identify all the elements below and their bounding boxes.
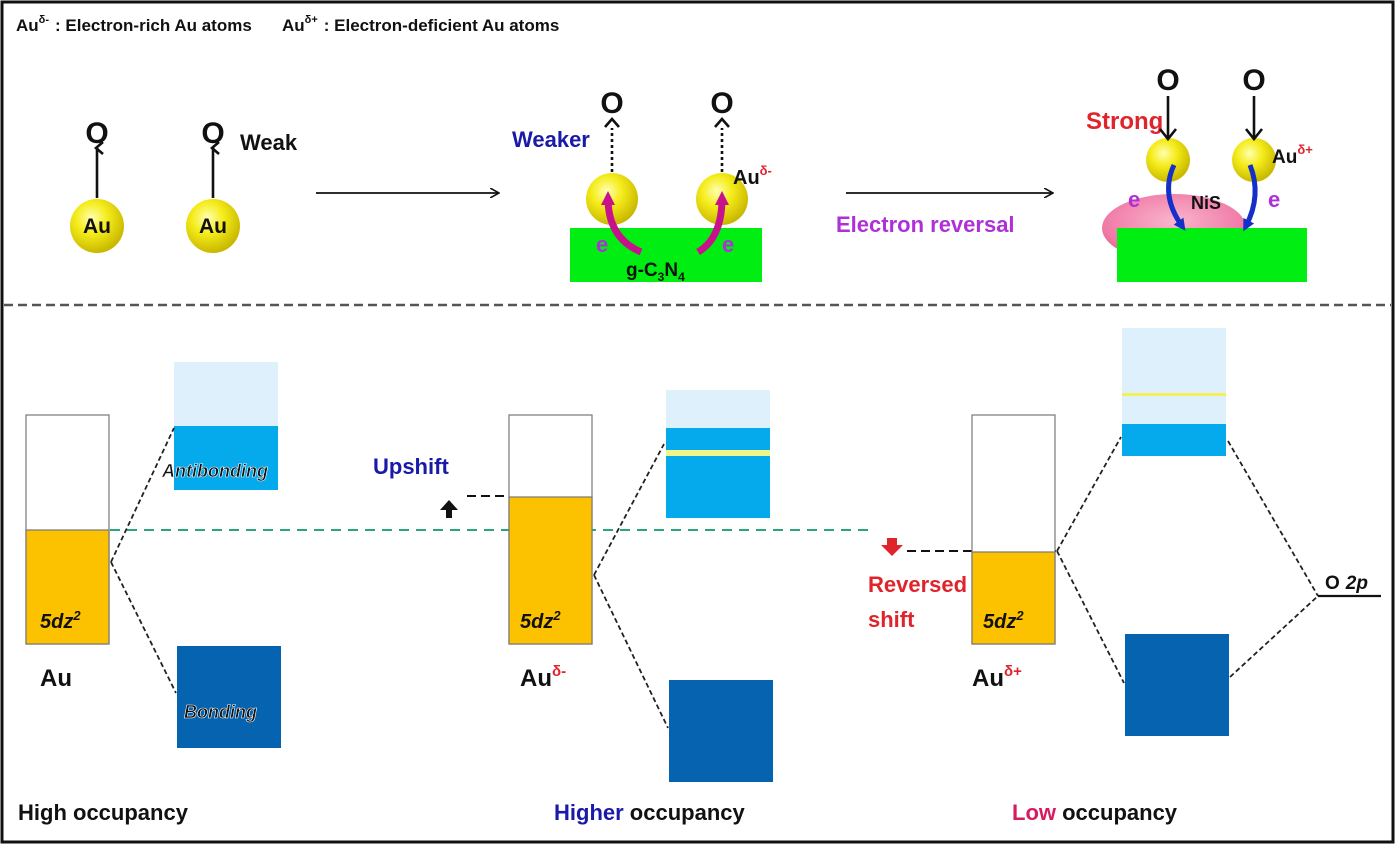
au-label: Au bbox=[83, 215, 111, 238]
antibonding-filled bbox=[174, 426, 278, 490]
weaker-label: Weaker bbox=[512, 127, 590, 152]
o-label: O bbox=[1156, 64, 1179, 97]
bonding-level bbox=[669, 680, 773, 782]
strong-label: Strong bbox=[1086, 108, 1163, 135]
legend: Auδ-: Electron-rich Au atoms Auδ+: Elect… bbox=[16, 14, 559, 35]
correlation-line bbox=[593, 574, 669, 729]
antibonding-label: Antibonding bbox=[161, 461, 268, 481]
electron-reversal-label: Electron reversal bbox=[836, 212, 1015, 237]
panel-au-gcn: Weaker O e O e Auδ- g-C3N4 bbox=[512, 87, 772, 284]
gcn-label: g-C3N4 bbox=[626, 260, 685, 284]
electron-transfer-arrow bbox=[696, 191, 729, 256]
o-label: O bbox=[85, 117, 108, 150]
occupancy-label: High occupancy bbox=[18, 800, 189, 825]
column-au: 5dz2 Au Antibonding Bonding High occupan… bbox=[18, 362, 281, 825]
antibonding-filled bbox=[666, 428, 770, 518]
electron-reverse-arrow bbox=[1166, 163, 1186, 231]
reversed-shift-label: Reversed bbox=[868, 572, 967, 597]
fermi-level-marker bbox=[1122, 393, 1226, 396]
electron-label: e bbox=[1128, 187, 1140, 212]
electron-reverse-arrow bbox=[1243, 164, 1258, 232]
fermi-level-marker bbox=[666, 450, 770, 456]
upshift-arrow-icon bbox=[440, 500, 458, 518]
gcn-support bbox=[570, 228, 762, 282]
orbital-label: 5dz2 bbox=[983, 608, 1024, 633]
au-atom-2: Au O bbox=[186, 117, 240, 253]
atom-label: Auδ+ bbox=[972, 663, 1022, 692]
panel-au-nis: Strong O e O e NiS Auδ+ bbox=[1086, 64, 1313, 282]
bond-arrowhead bbox=[714, 117, 730, 128]
correlation-line bbox=[110, 561, 177, 694]
electron-label: e bbox=[722, 232, 734, 257]
au-sphere bbox=[1232, 138, 1276, 182]
o-label: O bbox=[600, 87, 623, 120]
atom-label: Auδ- bbox=[520, 663, 566, 692]
weak-label: Weak bbox=[240, 130, 298, 155]
occupancy-label: Higher occupancy bbox=[554, 800, 745, 825]
antibonding-empty bbox=[666, 390, 770, 428]
support-substrate bbox=[1117, 228, 1307, 282]
bonding-level bbox=[177, 646, 281, 748]
column-au-delta-minus: Upshift 5dz2 Auδ- Higher occupancy bbox=[373, 390, 773, 825]
au-sphere bbox=[186, 199, 240, 253]
correlation-line bbox=[1229, 595, 1319, 678]
electron-label: e bbox=[1268, 187, 1280, 212]
au-sphere bbox=[1146, 138, 1190, 182]
atom-label: Au bbox=[40, 665, 72, 692]
bonding-level bbox=[1125, 634, 1229, 736]
o-label: O bbox=[710, 87, 733, 120]
bond-arrowhead bbox=[1158, 128, 1178, 142]
bond-arrowhead bbox=[604, 117, 620, 128]
o-label: O bbox=[201, 117, 224, 150]
correlation-line bbox=[593, 443, 665, 576]
d-band-filled bbox=[508, 496, 593, 645]
downshift-arrow-icon bbox=[881, 538, 903, 556]
panel-bare-au: Au O Au O Weak bbox=[70, 117, 298, 253]
d-band-filled bbox=[25, 529, 110, 645]
correlation-line bbox=[1056, 436, 1122, 552]
au-delta-minus-label: Auδ- bbox=[733, 163, 772, 189]
nis-label: NiS bbox=[1191, 193, 1221, 213]
occupancy-label: Low occupancy bbox=[1012, 800, 1178, 825]
antibonding-empty bbox=[1122, 328, 1226, 424]
electron-label: e bbox=[596, 232, 608, 257]
antibonding-filled bbox=[1122, 424, 1226, 456]
orbital-label: 5dz2 bbox=[40, 608, 81, 633]
correlation-line bbox=[1056, 550, 1125, 684]
upshift-label: Upshift bbox=[373, 454, 449, 479]
reversed-shift-label-line2: shift bbox=[868, 607, 915, 632]
correlation-line bbox=[110, 427, 175, 563]
orbital-label: 5dz2 bbox=[520, 608, 561, 633]
antibonding-empty bbox=[174, 362, 278, 426]
au-sphere bbox=[70, 199, 124, 253]
o-label: O bbox=[1242, 64, 1265, 97]
bond-arrowhead bbox=[1244, 128, 1264, 142]
au-delta-plus-label: Auδ+ bbox=[1272, 142, 1313, 168]
legend-deficient: Auδ+: Electron-deficient Au atoms bbox=[282, 14, 559, 35]
legend-rich: Auδ-: Electron-rich Au atoms bbox=[16, 14, 252, 35]
au-label: Au bbox=[199, 215, 227, 238]
electron-transfer-arrow bbox=[601, 191, 643, 256]
d-band-filled bbox=[971, 551, 1056, 645]
correlation-line bbox=[1227, 440, 1319, 597]
bonding-label: Bonding bbox=[184, 702, 257, 722]
au-atom-1: Au O bbox=[70, 117, 124, 253]
